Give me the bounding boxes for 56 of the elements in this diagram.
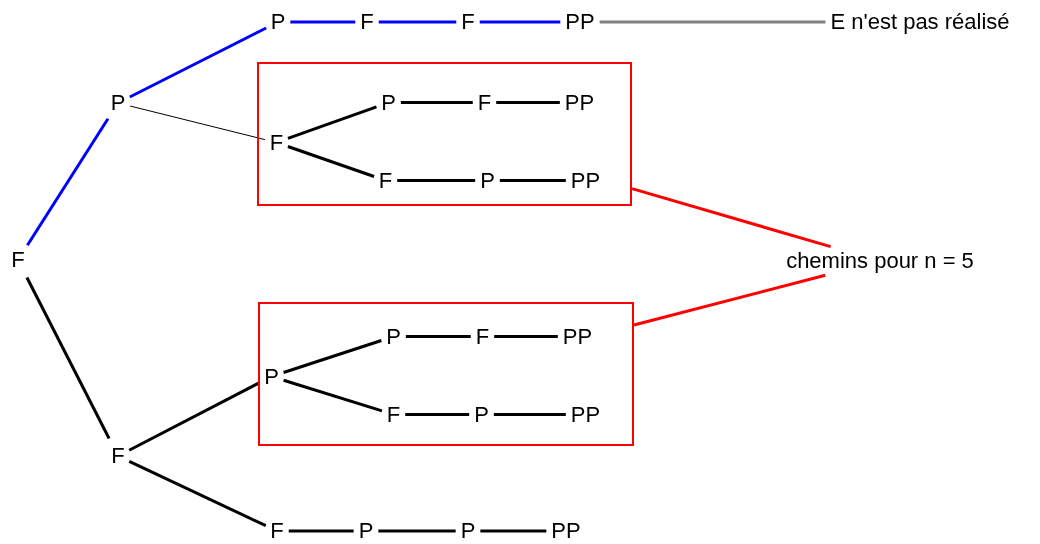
tree-branch — [494, 335, 558, 338]
tree-label: P — [474, 401, 489, 428]
tree-label: PP — [565, 9, 595, 35]
tree-branch — [479, 20, 561, 24]
tree-branch — [283, 339, 382, 374]
tree-branch — [25, 276, 111, 440]
tree-label: P — [381, 89, 396, 116]
tree-branch — [287, 145, 375, 178]
tree-branch — [129, 26, 267, 99]
group-frame — [257, 62, 632, 206]
tree-branch — [397, 179, 476, 182]
tree-label: P — [270, 9, 286, 35]
tree-label: F — [475, 323, 490, 350]
tree-label: F — [378, 167, 393, 194]
tree-branch — [129, 105, 266, 141]
tree-label: P — [386, 323, 401, 350]
tree-branch — [496, 101, 560, 104]
tree-branch — [633, 273, 826, 327]
tree-branch — [400, 101, 473, 104]
tree-branch — [599, 20, 826, 24]
tree-label: chemins pour n = 5 — [786, 248, 974, 274]
tree-label: F — [386, 401, 401, 428]
tree-label: F — [270, 518, 284, 544]
tree-label: PP — [570, 401, 601, 428]
tree-label: F — [477, 89, 492, 116]
tree-label: P — [358, 518, 374, 544]
tree-label: F — [11, 247, 25, 273]
tree-label: F — [360, 9, 374, 35]
tree-branch — [405, 335, 471, 338]
tree-label: PP — [570, 167, 601, 194]
tree-label: P — [110, 90, 126, 116]
tree-branch — [378, 20, 457, 24]
tree-branch — [499, 179, 566, 182]
tree-branch — [378, 529, 456, 533]
tree-branch — [493, 413, 566, 416]
tree-branch — [290, 20, 356, 24]
tree-label: F — [461, 9, 475, 35]
tree-branch — [480, 529, 547, 533]
tree-branch — [631, 187, 832, 249]
tree-label: PP — [551, 518, 581, 544]
tree-label: P — [480, 167, 495, 194]
tree-label: PP — [562, 323, 593, 350]
tree-label: F — [111, 443, 125, 469]
tree-branch — [128, 381, 261, 452]
tree-branch — [287, 105, 377, 140]
tree-branch — [128, 459, 267, 528]
tree-branch — [288, 529, 354, 533]
tree-branch — [26, 117, 110, 247]
tree-label: P — [264, 363, 279, 390]
tree-label: P — [460, 518, 476, 544]
tree-branch — [283, 378, 383, 413]
tree-label: E n'est pas réalisé — [830, 9, 1010, 35]
tree-branch — [405, 413, 470, 416]
tree-label: F — [269, 129, 284, 156]
tree-label: PP — [564, 89, 595, 116]
group-frame — [258, 302, 634, 446]
